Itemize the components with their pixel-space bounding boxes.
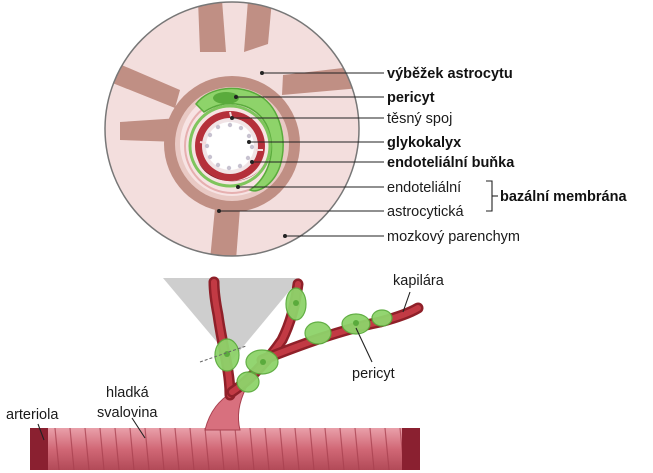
lumen xyxy=(206,122,254,170)
label-brain-parenchyma: mozkový parenchym xyxy=(387,229,520,245)
label-tight-junction: těsný spoj xyxy=(387,111,452,127)
label-smooth-muscle-line1: hladká xyxy=(106,385,150,401)
label-arteriole: arteriola xyxy=(6,407,59,423)
label-pericyte-top: pericyt xyxy=(387,90,435,106)
label-astrocytic: astrocytická xyxy=(387,204,464,220)
label-smooth-muscle-line2: svalovina xyxy=(97,405,158,421)
label-astrocyte-process: výběžek astrocytu xyxy=(387,66,513,82)
label-pericyte-bottom: pericyt xyxy=(352,366,395,382)
label-glycocalyx: glykokalyx xyxy=(387,135,461,151)
cross-section-magnified xyxy=(105,0,360,260)
label-endothelial: endoteliální xyxy=(387,180,461,196)
label-basement-membrane: bazální membrána xyxy=(500,189,627,205)
label-capillary: kapilára xyxy=(393,273,445,289)
label-endothelial-cell: endoteliální buňka xyxy=(387,155,515,171)
